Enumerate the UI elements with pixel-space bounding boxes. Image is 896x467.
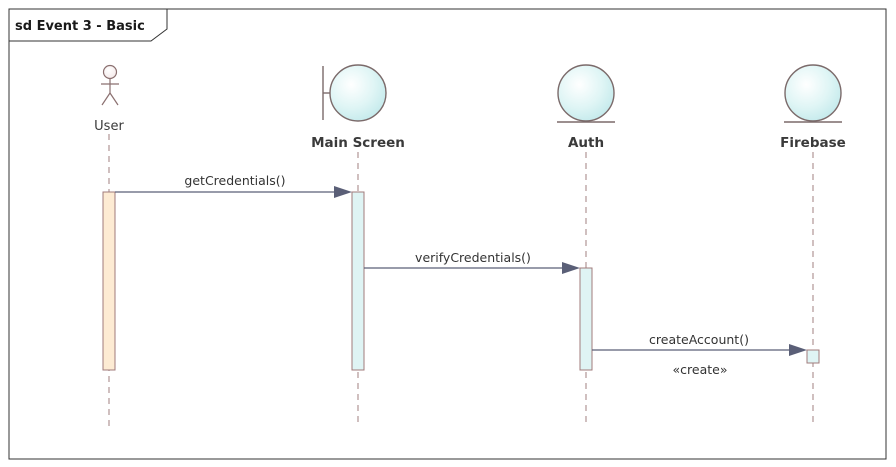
message-verify-credentials[interactable]: verifyCredentials()	[364, 250, 580, 274]
participant-firebase[interactable]: Firebase	[780, 64, 846, 151]
entity-icon	[557, 64, 615, 123]
message-label: getCredentials()	[184, 173, 285, 188]
message-create-account[interactable]: createAccount() «create»	[592, 332, 807, 377]
participant-label: Firebase	[780, 135, 846, 151]
participant-label: Auth	[568, 135, 604, 151]
arrowhead-icon	[789, 344, 807, 356]
activation-firebase[interactable]	[806, 349, 820, 364]
participant-main-screen[interactable]: Main Screen	[311, 64, 405, 151]
message-get-credentials[interactable]: getCredentials()	[115, 173, 352, 198]
activation-auth[interactable]	[579, 267, 593, 371]
participant-auth[interactable]: Auth	[557, 64, 615, 151]
frame-title-tab	[8, 8, 168, 42]
participant-label: User	[94, 119, 124, 134]
diagram-frame	[8, 8, 887, 460]
activation-user[interactable]	[102, 191, 116, 371]
actor-icon	[101, 64, 119, 106]
frame-title: sd Event 3 - Basic	[15, 19, 145, 34]
participant-label: Main Screen	[311, 135, 405, 151]
arrowhead-icon	[334, 186, 352, 198]
arrowhead-icon	[562, 262, 580, 274]
message-stereotype: «create»	[673, 362, 728, 377]
participant-user[interactable]: User	[94, 64, 124, 135]
activation-main-screen[interactable]	[351, 191, 365, 371]
entity-icon	[784, 64, 842, 123]
message-label: verifyCredentials()	[415, 250, 531, 265]
boundary-icon	[322, 64, 387, 122]
message-label: createAccount()	[649, 332, 749, 347]
